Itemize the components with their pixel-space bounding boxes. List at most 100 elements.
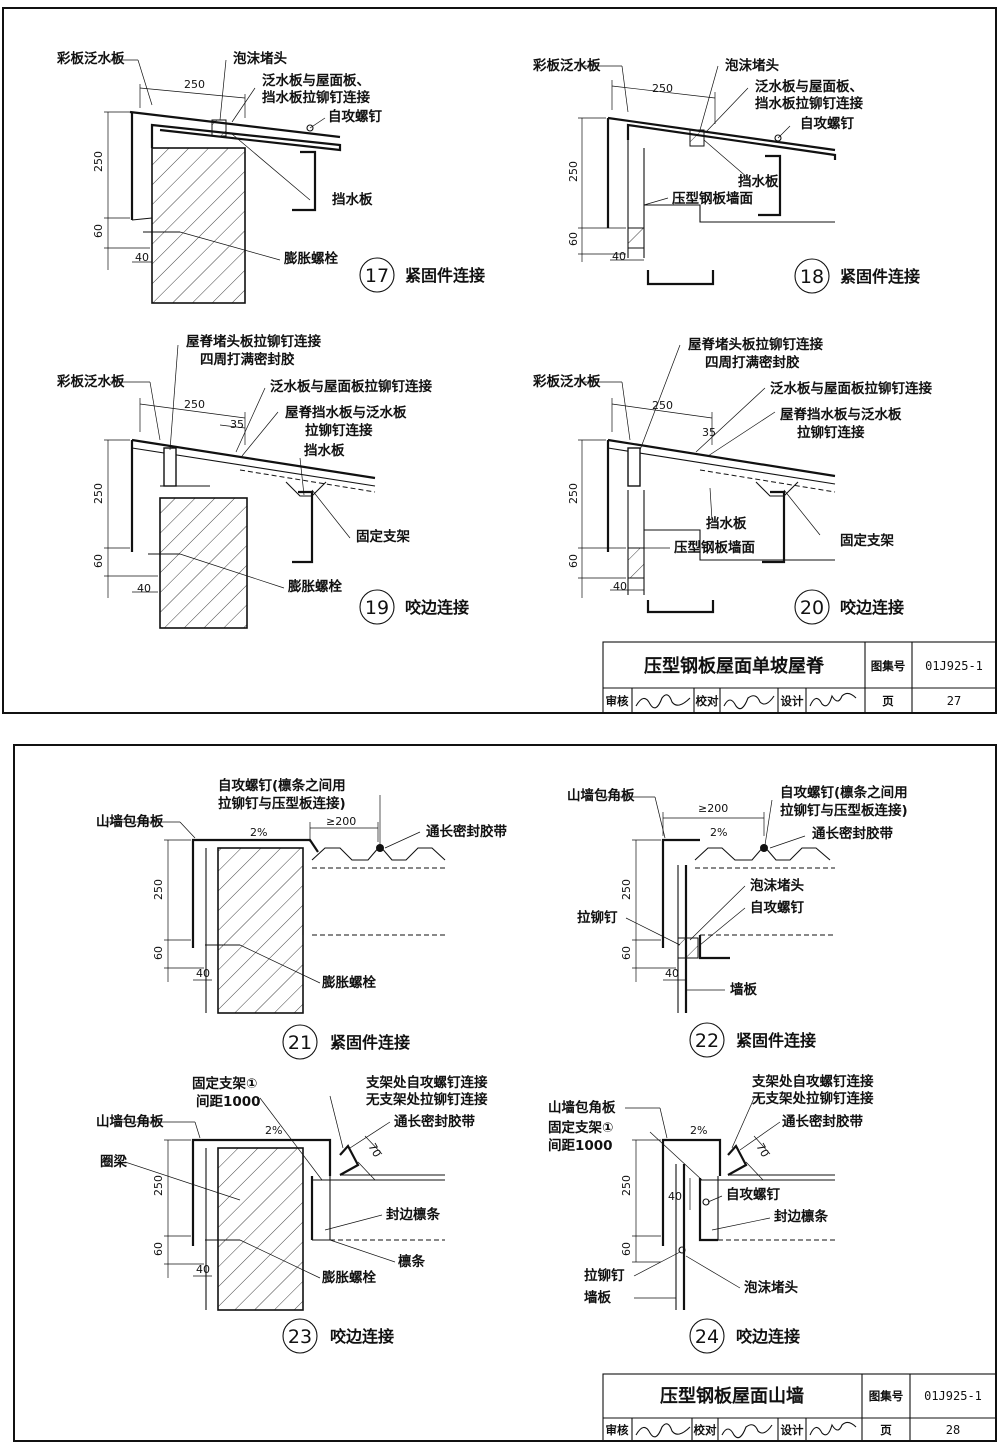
screw-note-line-1: 自攻螺钉(檩条之间用 [780, 784, 908, 801]
dim-35: 35 [230, 418, 244, 431]
detail-18: 彩板泛水板 泡沫堵头 泛水板与屋面板、 挡水板拉铆钉连接 自攻螺钉 挡水板 压型… [532, 57, 920, 294]
corner-label: 山墙包角板 [96, 813, 164, 830]
design-label: 设计 [781, 1423, 804, 1437]
rivet-label: 泛水板与屋面板拉铆钉连接 [770, 380, 932, 397]
screw-label: 自攻螺钉 [328, 108, 382, 125]
support-line-2: 无支架处拉铆钉连接 [751, 1090, 874, 1107]
dim-70: 70 [365, 1141, 383, 1160]
dim-60: 60 [620, 946, 633, 960]
detail-24: 支架处自攻螺钉连接 无支架处拉铆钉连接 山墙包角板 2% 通长密封胶带 固定支架… [548, 1073, 874, 1354]
rivet-note-line-2: 挡水板拉铆钉连接 [755, 95, 863, 112]
bracket-label: 固定支架 [356, 528, 410, 545]
top-title-block: 压型钢板屋面单坡屋脊 图集号 01J925-1 审核 校对 设计 页 27 [602, 641, 997, 714]
water-stop-label: 挡水板 [332, 191, 373, 208]
concrete-wall [151, 147, 246, 304]
detail-caption: 咬边连接 [840, 598, 904, 617]
sheet-title: 压型钢板屋面单坡屋脊 [644, 655, 825, 677]
screw-label: 自攻螺钉 [750, 899, 804, 916]
dim-60: 60 [567, 232, 580, 246]
rivet-note-line-2: 挡水板拉铆钉连接 [262, 89, 370, 106]
page-label: 页 [880, 1423, 892, 1437]
sheet-title: 压型钢板屋面山墙 [660, 1385, 804, 1407]
ridge-label-line-2: 四周打满密封胶 [200, 351, 295, 368]
dim-35: 35 [702, 426, 716, 439]
detail-number: 20 [800, 597, 824, 619]
detail-number: 23 [288, 1326, 312, 1348]
ridge-label-line-1: 屋脊堵头板拉铆钉连接 [186, 333, 321, 350]
dim-40: 40 [668, 1190, 682, 1203]
bracket-line-1: 固定支架① [548, 1119, 613, 1136]
dim-250-vertical: 250 [567, 161, 580, 182]
ridge-flash-line-2: 拉铆钉连接 [305, 422, 373, 439]
bottom-title-block: 压型钢板屋面山墙 图集号 01J925-1 审核 校对 设计 页 28 [602, 1373, 997, 1442]
detail-17: 彩板泛水板 泡沫堵头 泛水板与屋面板、 挡水板拉铆钉连接 自攻螺钉 挡水板 膨胀… [56, 50, 485, 304]
support-line-1: 支架处自攻螺钉连接 [751, 1073, 874, 1090]
water-stop-plate [762, 490, 786, 564]
dim-40: 40 [196, 1263, 210, 1276]
foam-plug [627, 227, 645, 249]
detail-number: 22 [695, 1030, 719, 1052]
detail-number: 21 [288, 1032, 312, 1054]
dim-250-vertical: 250 [567, 483, 580, 504]
bracket-line-2: 间距1000 [196, 1093, 261, 1110]
dim-40: 40 [137, 582, 151, 595]
detail-caption: 紧固件连接 [736, 1031, 816, 1050]
rivet-note-line-1: 泛水板与屋面板、 [755, 78, 863, 95]
dim-250-horizontal: 250 [184, 398, 205, 411]
detail-caption: 咬边连接 [736, 1327, 800, 1346]
water-stop-label: 挡水板 [706, 515, 747, 532]
edge-purlin-label: 封边檩条 [774, 1208, 828, 1225]
rivet-label: 拉铆钉 [584, 1267, 625, 1284]
detail-number: 24 [695, 1326, 719, 1348]
seam-cap [339, 1144, 360, 1176]
reviewer-signature [635, 694, 691, 709]
designer-signature [809, 692, 857, 707]
flashing-label: 彩板泛水板 [532, 373, 601, 390]
foam-plug-label: 泡沫堵头 [233, 50, 287, 67]
corner-flashing [661, 1138, 722, 1246]
dim-40: 40 [196, 967, 210, 980]
water-stop-plate [292, 490, 314, 564]
dim-60: 60 [567, 554, 580, 568]
dim-60: 60 [620, 1242, 633, 1256]
foam-plug [211, 119, 227, 137]
dim-250-vertical: 250 [92, 151, 105, 172]
seal-tape-label: 通长密封胶带 [812, 825, 893, 842]
ridge-flash-line-2: 拉铆钉连接 [797, 424, 865, 441]
slope-label: 2% [265, 1124, 282, 1137]
concrete-wall [159, 497, 248, 629]
ring-beam [217, 1147, 304, 1311]
dim-60: 60 [152, 1242, 165, 1256]
detail-19: 屋脊堵头板拉铆钉连接 四周打满密封胶 彩板泛水板 泛水板与屋面板拉铆钉连接 屋脊… [56, 333, 469, 629]
dim-40: 40 [665, 967, 679, 980]
dim-70: 70 [753, 1141, 771, 1160]
check-label: 校对 [694, 1423, 717, 1437]
page-number: 27 [947, 694, 961, 708]
dim-250-horizontal: 250 [652, 399, 673, 412]
dim-200: ≥200 [326, 815, 356, 828]
wall-label: 压型钢板墙面 [674, 539, 755, 556]
ridge-label-line-2: 四周打满密封胶 [705, 354, 800, 371]
water-stop-label: 挡水板 [738, 173, 779, 190]
page-number: 28 [946, 1423, 960, 1437]
dim-250-horizontal: 250 [184, 78, 205, 91]
detail-number: 17 [365, 265, 389, 287]
dim-250: 250 [152, 1175, 165, 1196]
slope-label: 2% [710, 826, 727, 839]
top-sheet-frame [2, 7, 997, 714]
flashing-label: 彩板泛水板 [532, 57, 601, 74]
detail-caption: 咬边连接 [405, 598, 469, 617]
screw-label: 自攻螺钉 [800, 115, 854, 132]
support-line-1: 支架处自攻螺钉连接 [365, 1074, 488, 1091]
dim-40: 40 [613, 580, 627, 593]
dim-250: 250 [620, 1175, 633, 1196]
concrete-wall [217, 847, 304, 1014]
detail-23: 固定支架① 间距1000 山墙包角板 2% 支架处自攻螺钉连接 无支架处拉铆钉连… [96, 1074, 488, 1354]
dim-60: 60 [92, 554, 105, 568]
water-stop-plate [758, 154, 782, 217]
screw-note-line-2: 拉铆钉与压型板连接) [218, 795, 346, 812]
dim-250-vertical: 250 [92, 483, 105, 504]
corner-flashing [191, 838, 319, 948]
designer-signature [809, 1421, 857, 1436]
detail-22: 山墙包角板 ≥200 自攻螺钉(檩条之间用 拉铆钉与压型板连接) 2% 通长密封… [567, 784, 908, 1058]
